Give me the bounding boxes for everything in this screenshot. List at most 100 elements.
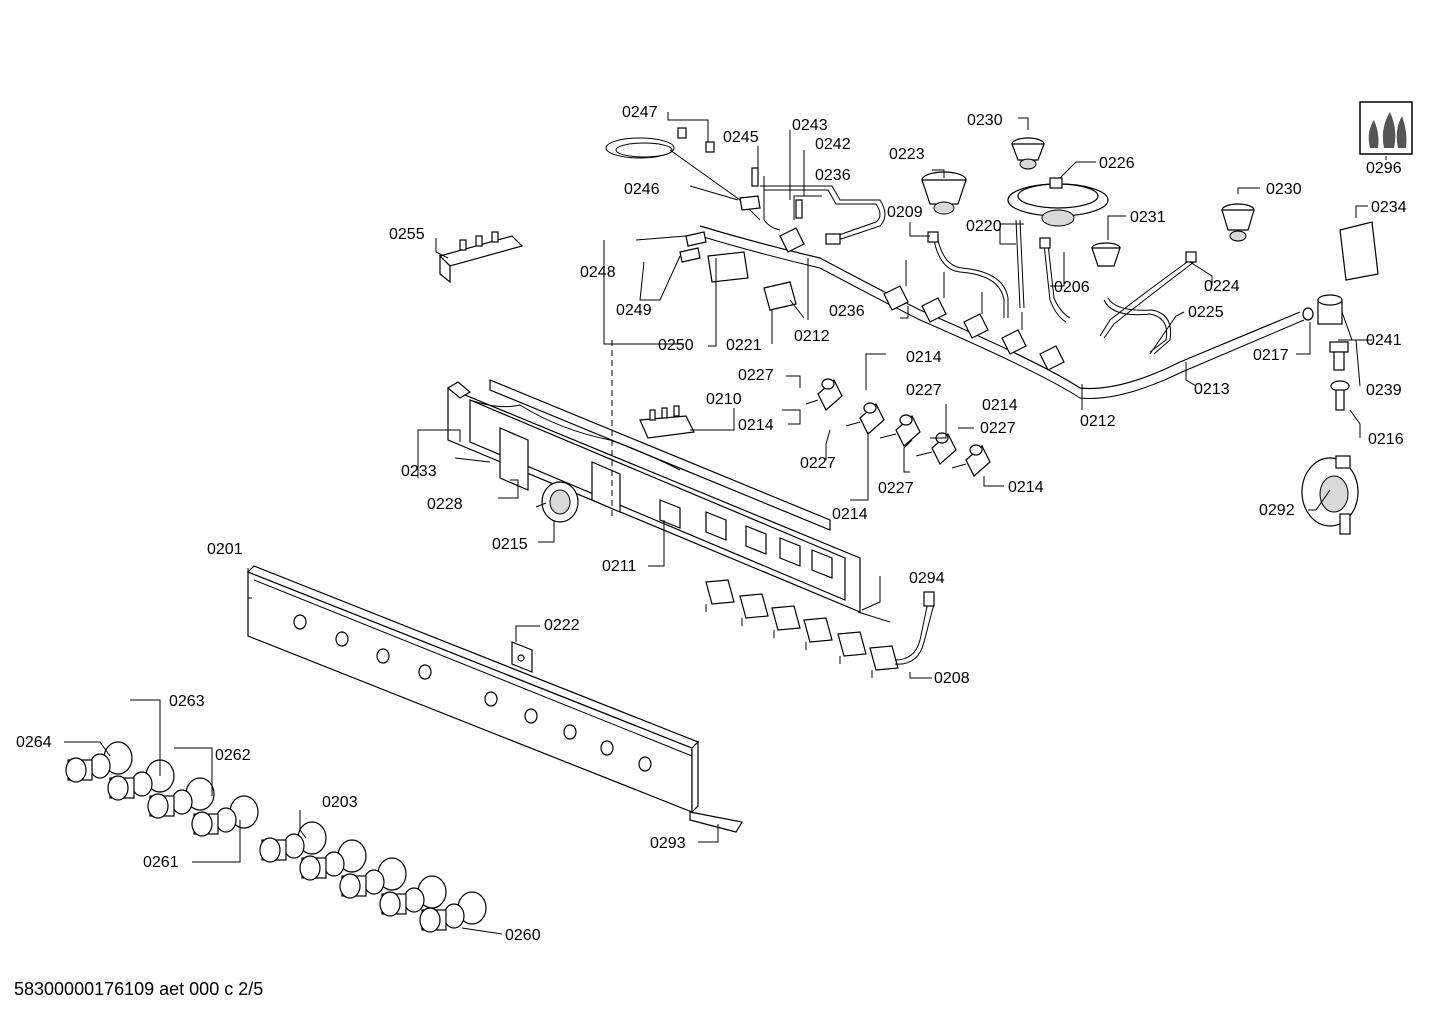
burner-0231 bbox=[1091, 242, 1121, 267]
label-0220: 0220 bbox=[966, 218, 1002, 235]
label-0239: 0239 bbox=[1366, 382, 1402, 399]
label-0214-a: 0214 bbox=[906, 349, 942, 366]
label-0242: 0242 bbox=[815, 136, 851, 153]
label-0247: 0247 bbox=[622, 104, 658, 121]
elbow-0241 bbox=[1317, 294, 1343, 325]
label-0215: 0215 bbox=[492, 536, 528, 553]
label-0234: 0234 bbox=[1371, 199, 1407, 216]
label-0227-e: 0227 bbox=[878, 480, 914, 497]
label-0230-b: 0230 bbox=[1266, 181, 1302, 198]
label-0225: 0225 bbox=[1188, 304, 1224, 321]
knob bbox=[191, 795, 259, 837]
label-0246: 0246 bbox=[624, 181, 660, 198]
ignition-switches bbox=[705, 579, 935, 678]
label-0227-c: 0227 bbox=[800, 455, 836, 472]
label-0206: 0206 bbox=[1054, 279, 1090, 296]
label-0223: 0223 bbox=[889, 146, 925, 163]
knob bbox=[299, 839, 367, 881]
label-0224: 0224 bbox=[1204, 278, 1240, 295]
nut-0216 bbox=[1330, 380, 1350, 411]
label-0255: 0255 bbox=[389, 226, 425, 243]
label-0210: 0210 bbox=[706, 391, 742, 408]
label-0236-a: 0236 bbox=[815, 167, 851, 184]
frame-valve-mounts bbox=[659, 499, 833, 579]
label-0294: 0294 bbox=[909, 570, 945, 587]
burner-0226 bbox=[1007, 177, 1109, 227]
label-0250: 0250 bbox=[658, 337, 694, 354]
label-0212-b: 0212 bbox=[1080, 413, 1116, 430]
switch bbox=[869, 645, 899, 678]
gas-valves bbox=[805, 378, 991, 477]
washer-0217 bbox=[1302, 307, 1314, 321]
label-0292: 0292 bbox=[1259, 502, 1295, 519]
label-0227-d: 0227 bbox=[980, 420, 1016, 437]
label-0216: 0216 bbox=[1368, 431, 1404, 448]
label-0201: 0201 bbox=[207, 541, 243, 558]
label-0264: 0264 bbox=[16, 734, 52, 751]
label-0226: 0226 bbox=[1099, 155, 1135, 172]
control-frame bbox=[446, 379, 861, 613]
label-0212-a: 0212 bbox=[794, 328, 830, 345]
bracket-0222 bbox=[511, 641, 533, 673]
label-0222: 0222 bbox=[544, 617, 580, 634]
knob bbox=[339, 857, 407, 899]
label-0214-b: 0214 bbox=[738, 417, 774, 434]
pipe-clamps bbox=[779, 227, 1065, 371]
label-0209: 0209 bbox=[887, 204, 923, 221]
burners bbox=[921, 137, 1255, 267]
thermostat-0215 bbox=[535, 481, 579, 523]
label-0262: 0262 bbox=[215, 747, 251, 764]
label-0233: 0233 bbox=[401, 463, 437, 480]
regulator-0292 bbox=[1301, 455, 1359, 535]
label-0228: 0228 bbox=[427, 496, 463, 513]
knob bbox=[147, 777, 215, 819]
burner-0223 bbox=[921, 171, 967, 215]
label-0227-b: 0227 bbox=[906, 382, 942, 399]
label-0227-a: 0227 bbox=[738, 367, 774, 384]
drawing bbox=[65, 101, 1413, 933]
terminal-block-0210 bbox=[639, 405, 695, 439]
label-0214-d: 0214 bbox=[832, 506, 868, 523]
knob bbox=[65, 741, 133, 783]
label-0263: 0263 bbox=[169, 693, 205, 710]
label-0214-e: 0214 bbox=[1008, 479, 1044, 496]
knob bbox=[259, 821, 327, 863]
flame-logo-0296 bbox=[1359, 101, 1413, 155]
label-0296: 0296 bbox=[1366, 160, 1402, 177]
label-0221: 0221 bbox=[726, 337, 762, 354]
switch bbox=[705, 579, 735, 612]
knob bbox=[419, 891, 487, 933]
label-0230-a: 0230 bbox=[967, 112, 1003, 129]
label-0293: 0293 bbox=[650, 835, 686, 852]
burner-tubes bbox=[927, 219, 1197, 355]
part-labels: 0201 0203 0206 0208 0209 0210 0211 0212 … bbox=[16, 104, 1407, 944]
electrode-strip-0255 bbox=[438, 231, 524, 284]
label-0241: 0241 bbox=[1366, 332, 1402, 349]
switch bbox=[739, 593, 769, 626]
burner-0230-b bbox=[1221, 203, 1255, 242]
switch bbox=[771, 605, 801, 638]
ignition-parts bbox=[611, 231, 805, 520]
leader-lines bbox=[64, 112, 1387, 935]
gas-manifold bbox=[699, 225, 1305, 399]
bracket-0234 bbox=[1339, 221, 1379, 281]
nipple-0239 bbox=[1329, 341, 1349, 371]
label-0214-c: 0214 bbox=[982, 397, 1018, 414]
label-0248: 0248 bbox=[580, 264, 616, 281]
control-panel-fascia bbox=[246, 565, 700, 814]
strip-0293 bbox=[689, 811, 743, 833]
burner-0230-a bbox=[1011, 137, 1045, 170]
label-0203: 0203 bbox=[322, 794, 358, 811]
label-0231: 0231 bbox=[1130, 209, 1166, 226]
thermocouple-assembly bbox=[605, 127, 886, 245]
label-0211: 0211 bbox=[602, 558, 637, 575]
label-0217: 0217 bbox=[1253, 347, 1289, 364]
document-reference-footer: 58300000176109 aet 000 c 2/5 bbox=[14, 979, 264, 999]
label-0245: 0245 bbox=[723, 129, 759, 146]
switch bbox=[803, 617, 833, 650]
knob bbox=[379, 875, 447, 917]
label-0260: 0260 bbox=[505, 927, 541, 944]
label-0213: 0213 bbox=[1194, 381, 1230, 398]
fascia-knob-holes bbox=[293, 614, 652, 772]
